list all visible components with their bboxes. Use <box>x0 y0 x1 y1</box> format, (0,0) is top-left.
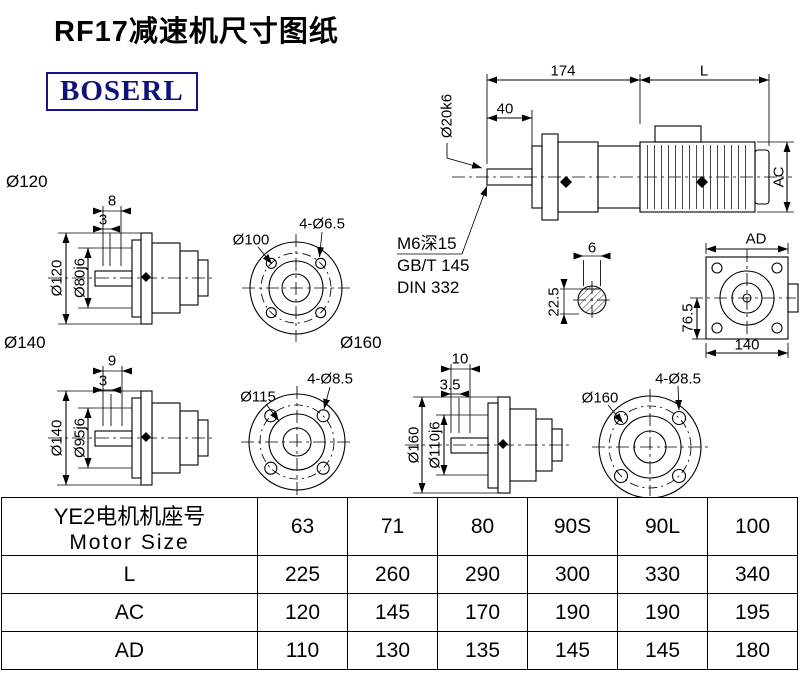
size-col-71: 71 <box>347 497 438 556</box>
dimension-table: YE2电机机座号 Motor Size 63 71 80 90S 90L 100… <box>1 497 798 670</box>
value-cell: 195 <box>707 593 798 632</box>
value-cell: 130 <box>347 631 438 670</box>
reducer-side-view-140 <box>48 366 215 486</box>
main-assembly-view <box>397 74 794 255</box>
value-cell: 145 <box>527 631 618 670</box>
value-cell: 120 <box>257 593 348 632</box>
value-cell: 135 <box>437 631 528 670</box>
flange-front-view-160 <box>592 385 708 497</box>
value-cell: 145 <box>617 631 708 670</box>
row-label-AC: AC <box>1 593 258 632</box>
page-title: RF17减速机尺寸图纸 <box>54 16 339 48</box>
value-cell: 190 <box>527 593 618 632</box>
note-tapped-hole: M6深15 <box>397 234 457 253</box>
note-gb-standard: GB/T 145 <box>397 256 470 275</box>
technical-drawing <box>48 74 799 497</box>
dim-AC: AC <box>770 166 788 188</box>
group-label-160: Ø160 <box>340 333 382 352</box>
size-col-63: 63 <box>257 497 348 556</box>
value-cell: 145 <box>347 593 438 632</box>
dim-160-d110: Ø110j6 <box>426 421 444 469</box>
dim-160-3-5: 3.5 <box>439 376 461 394</box>
size-col-100: 100 <box>707 497 798 556</box>
size-col-90L: 90L <box>617 497 708 556</box>
value-cell: 260 <box>347 555 438 594</box>
dim-120-8: 8 <box>107 192 117 210</box>
dim-174: 174 <box>550 62 576 80</box>
table-row-AD: AD 110 130 135 145 145 180 <box>1 631 798 670</box>
dim-140-3: 3 <box>98 372 108 390</box>
value-cell: 170 <box>437 593 528 632</box>
dim-shaft-diameter: Ø20k6 <box>438 93 456 139</box>
flange-front-view-140 <box>241 386 353 496</box>
note-din-standard: DIN 332 <box>397 278 460 297</box>
value-cell: 110 <box>257 631 348 670</box>
size-col-80: 80 <box>437 497 528 556</box>
terminal-box <box>654 125 702 143</box>
group-label-120: Ø120 <box>6 172 48 191</box>
dim-160-10: 10 <box>451 350 469 368</box>
dim-120-d120: Ø120 <box>48 259 66 297</box>
motor-size-header-cell: YE2电机机座号 Motor Size <box>1 497 258 556</box>
dim-140: 140 <box>734 336 760 354</box>
dim-120-3: 3 <box>98 211 108 229</box>
dim-140-d140: Ø140 <box>48 419 66 457</box>
dim-40: 40 <box>496 100 514 118</box>
table-header-row: YE2电机机座号 Motor Size 63 71 80 90S 90L 100 <box>1 497 798 556</box>
row-label-AD: AD <box>1 631 258 670</box>
brand-logo-box: BOSERL <box>46 72 198 111</box>
dim-160-d160: Ø160 <box>405 426 423 464</box>
row-label-L: L <box>1 555 258 594</box>
reducer-side-view-160 <box>405 364 570 494</box>
value-cell: 290 <box>437 555 528 594</box>
dim-120-bolt-circle: Ø100 <box>232 231 270 249</box>
table-row-AC: AC 120 145 170 190 190 195 <box>1 593 798 632</box>
dim-key-depth: 22.5 <box>545 287 563 317</box>
header-en: Motor Size <box>69 530 190 554</box>
dim-140-9: 9 <box>107 352 117 370</box>
value-cell: 225 <box>257 555 348 594</box>
dim-AD: AD <box>745 230 767 248</box>
dim-L: L <box>699 62 709 80</box>
value-cell: 330 <box>617 555 708 594</box>
group-label-140: Ø140 <box>4 333 46 352</box>
value-cell: 340 <box>707 555 798 594</box>
shaft-key-section-detail <box>560 252 611 324</box>
dim-76-5: 76.5 <box>679 303 697 333</box>
value-cell: 190 <box>617 593 708 632</box>
dim-160-bolt-circle: Ø160 <box>581 389 619 407</box>
header-cn: YE2电机机座号 <box>53 503 206 529</box>
flange-front-view-120 <box>242 231 350 342</box>
value-cell: 300 <box>527 555 618 594</box>
dim-120-d80: Ø80j6 <box>71 257 89 299</box>
brand-logo-text: BOSERL <box>60 75 184 107</box>
dim-140-d95: Ø95j6 <box>71 417 89 459</box>
size-col-90S: 90S <box>527 497 618 556</box>
dim-key-width: 6 <box>587 239 597 257</box>
output-shaft-flange-view <box>690 243 799 358</box>
dim-120-holes: 4-Ø6.5 <box>299 215 345 233</box>
reducer-side-view-120 <box>48 206 215 325</box>
fan-cowl <box>754 149 770 205</box>
dim-140-holes: 4-Ø8.5 <box>307 370 353 388</box>
dim-140-bolt-circle: Ø115 <box>240 388 276 406</box>
table-row-L: L 225 260 290 300 330 340 <box>1 555 798 594</box>
value-cell: 180 <box>707 631 798 670</box>
dim-160-holes: 4-Ø8.5 <box>655 370 701 388</box>
